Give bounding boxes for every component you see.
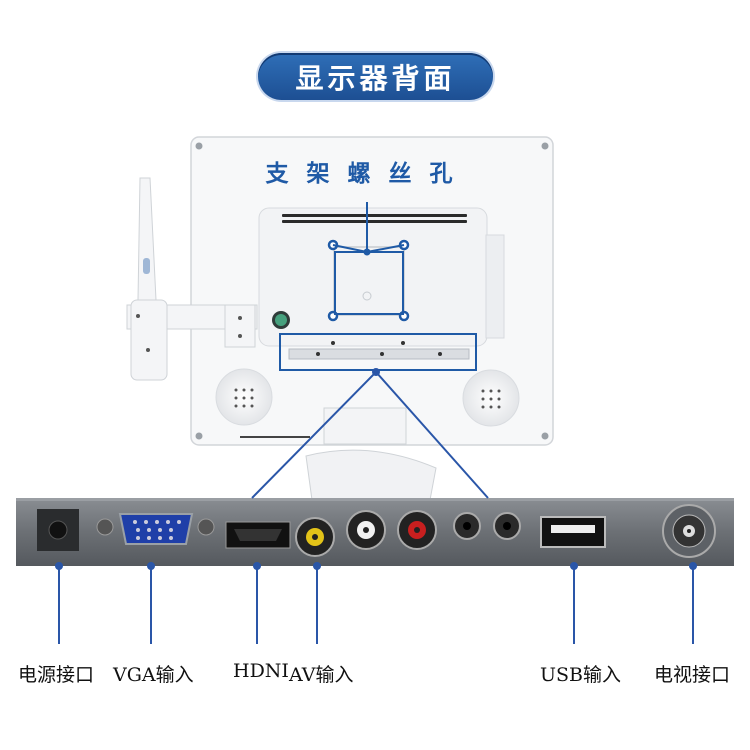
audio-jack-icons: [453, 512, 521, 540]
power-port-icon: [37, 509, 79, 551]
label-av: AV输入: [289, 664, 354, 686]
callout-lines: [55, 368, 697, 644]
usb-port-icon: [540, 516, 606, 548]
tv-antenna-port-icon: [662, 504, 716, 558]
label-power: 电源接口: [18, 664, 95, 686]
hdmi-port-icon: [225, 521, 291, 549]
rear-io-panel: [16, 498, 734, 566]
vga-port-icon: [96, 513, 215, 545]
av-port-icons: [295, 510, 437, 557]
label-vga: VGA输入: [113, 664, 194, 686]
label-usb: USB输入: [540, 664, 621, 686]
vent-slots: [282, 214, 467, 223]
label-hdmi: HDNI: [233, 660, 289, 682]
label-tv: 电视接口: [654, 664, 731, 686]
page-title: 显示器背面: [295, 61, 456, 95]
monitor-back: [190, 136, 554, 501]
mount-holes-label: 支架螺丝孔: [265, 161, 471, 187]
title-badge: 显示器背面: [258, 53, 493, 100]
camera-arm: [126, 177, 258, 381]
